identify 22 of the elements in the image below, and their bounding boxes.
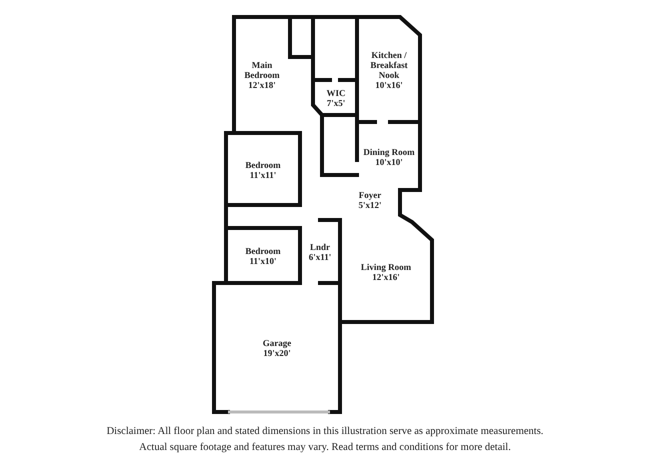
room-dimensions: 5'x12' [358, 200, 382, 210]
disclaimer-text: Actual square footage and features may vary. Read terms and conditions for more detail. [138, 442, 512, 453]
room-dimensions: 11'x10' [249, 256, 276, 266]
room-name: Lndr [310, 242, 330, 252]
room-dimensions: 6'x11' [308, 252, 332, 262]
room-name: WIC [326, 88, 346, 98]
room-name: Kitchen / Breakfast Nook [369, 50, 409, 80]
room-name: Garage [262, 338, 292, 348]
room-name: Bedroom [245, 160, 281, 170]
disclaimer-text: Disclaimer: All floor plan and stated dimensions in this illustration serve as approximate measurements. [106, 426, 544, 437]
room-dimensions: 12'x16' [372, 272, 400, 282]
room-name: Foyer [358, 190, 382, 200]
room-name: Bedroom [245, 246, 281, 256]
room-name: Living Room [360, 262, 412, 272]
room-dimensions: 10'x10' [375, 157, 403, 167]
room-dimensions: 11'x11' [250, 170, 276, 180]
room-dimensions: 12'x18' [248, 80, 276, 90]
room-name: Dining Room [363, 147, 415, 157]
room-dimensions: 10'x16' [375, 80, 403, 90]
room-dimensions: 19'x20' [263, 348, 291, 358]
room-name: Main Bedroom [243, 60, 281, 80]
room-dimensions: 7'x5' [326, 98, 346, 108]
